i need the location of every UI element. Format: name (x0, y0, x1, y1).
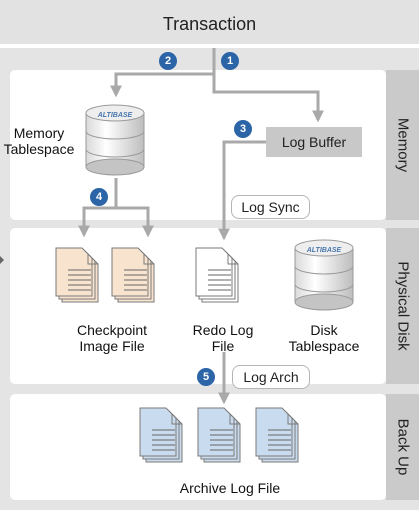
log-sync-pill: Log Sync (231, 195, 310, 219)
arrow-to-memory-tablespace (110, 48, 216, 98)
archive-log-file-icon-2 (197, 407, 241, 463)
checkpoint-file-icon-1 (55, 247, 99, 303)
archive-log-file-label: Archive Log File (179, 480, 281, 496)
log-arch-pill: Log Arch (232, 365, 310, 389)
back-up-side-label: Back Up (386, 394, 419, 500)
archive-log-file-icon-1 (139, 407, 183, 463)
redo-log-file-label: Redo Log File (192, 322, 254, 354)
memory-tablespace-db-icon (85, 104, 145, 176)
transaction-label: Transaction (162, 14, 257, 34)
arrow-checkpoint-b (116, 206, 154, 238)
archive-log-file-icon-3 (255, 407, 299, 463)
memory-db-brand: ALTIBASE (97, 112, 133, 119)
arrow-to-log-buffer (212, 74, 324, 123)
step-2-badge: 2 (159, 52, 177, 70)
disk-tablespace-db-icon (294, 239, 354, 311)
step-5-badge: 5 (197, 368, 215, 386)
flow-arrows (78, 48, 324, 405)
step-3-badge: 3 (234, 120, 252, 138)
physical-disk-side-label: Physical Disk (386, 228, 419, 384)
memory-side-label: Memory (386, 70, 419, 220)
step-4-badge: 4 (90, 188, 108, 206)
arrow-log-sync (218, 140, 266, 241)
document-stacks (55, 247, 299, 463)
step-1-badge: 1 (221, 52, 239, 70)
collapse-marker (0, 256, 4, 264)
checkpoint-image-file-label: Checkpoint Image File (76, 322, 148, 354)
disk-tablespace-label: Disk Tablespace (288, 322, 360, 354)
log-buffer-box: Log Buffer (266, 127, 362, 157)
checkpoint-file-icon-2 (111, 247, 155, 303)
disk-db-brand: ALTIBASE (306, 247, 342, 254)
arrow-checkpoint-a (78, 178, 118, 238)
transaction-bar: Transaction (0, 0, 419, 48)
memory-tablespace-label: Memory Tablespace (3, 125, 75, 157)
redo-log-file-icon (195, 247, 239, 303)
